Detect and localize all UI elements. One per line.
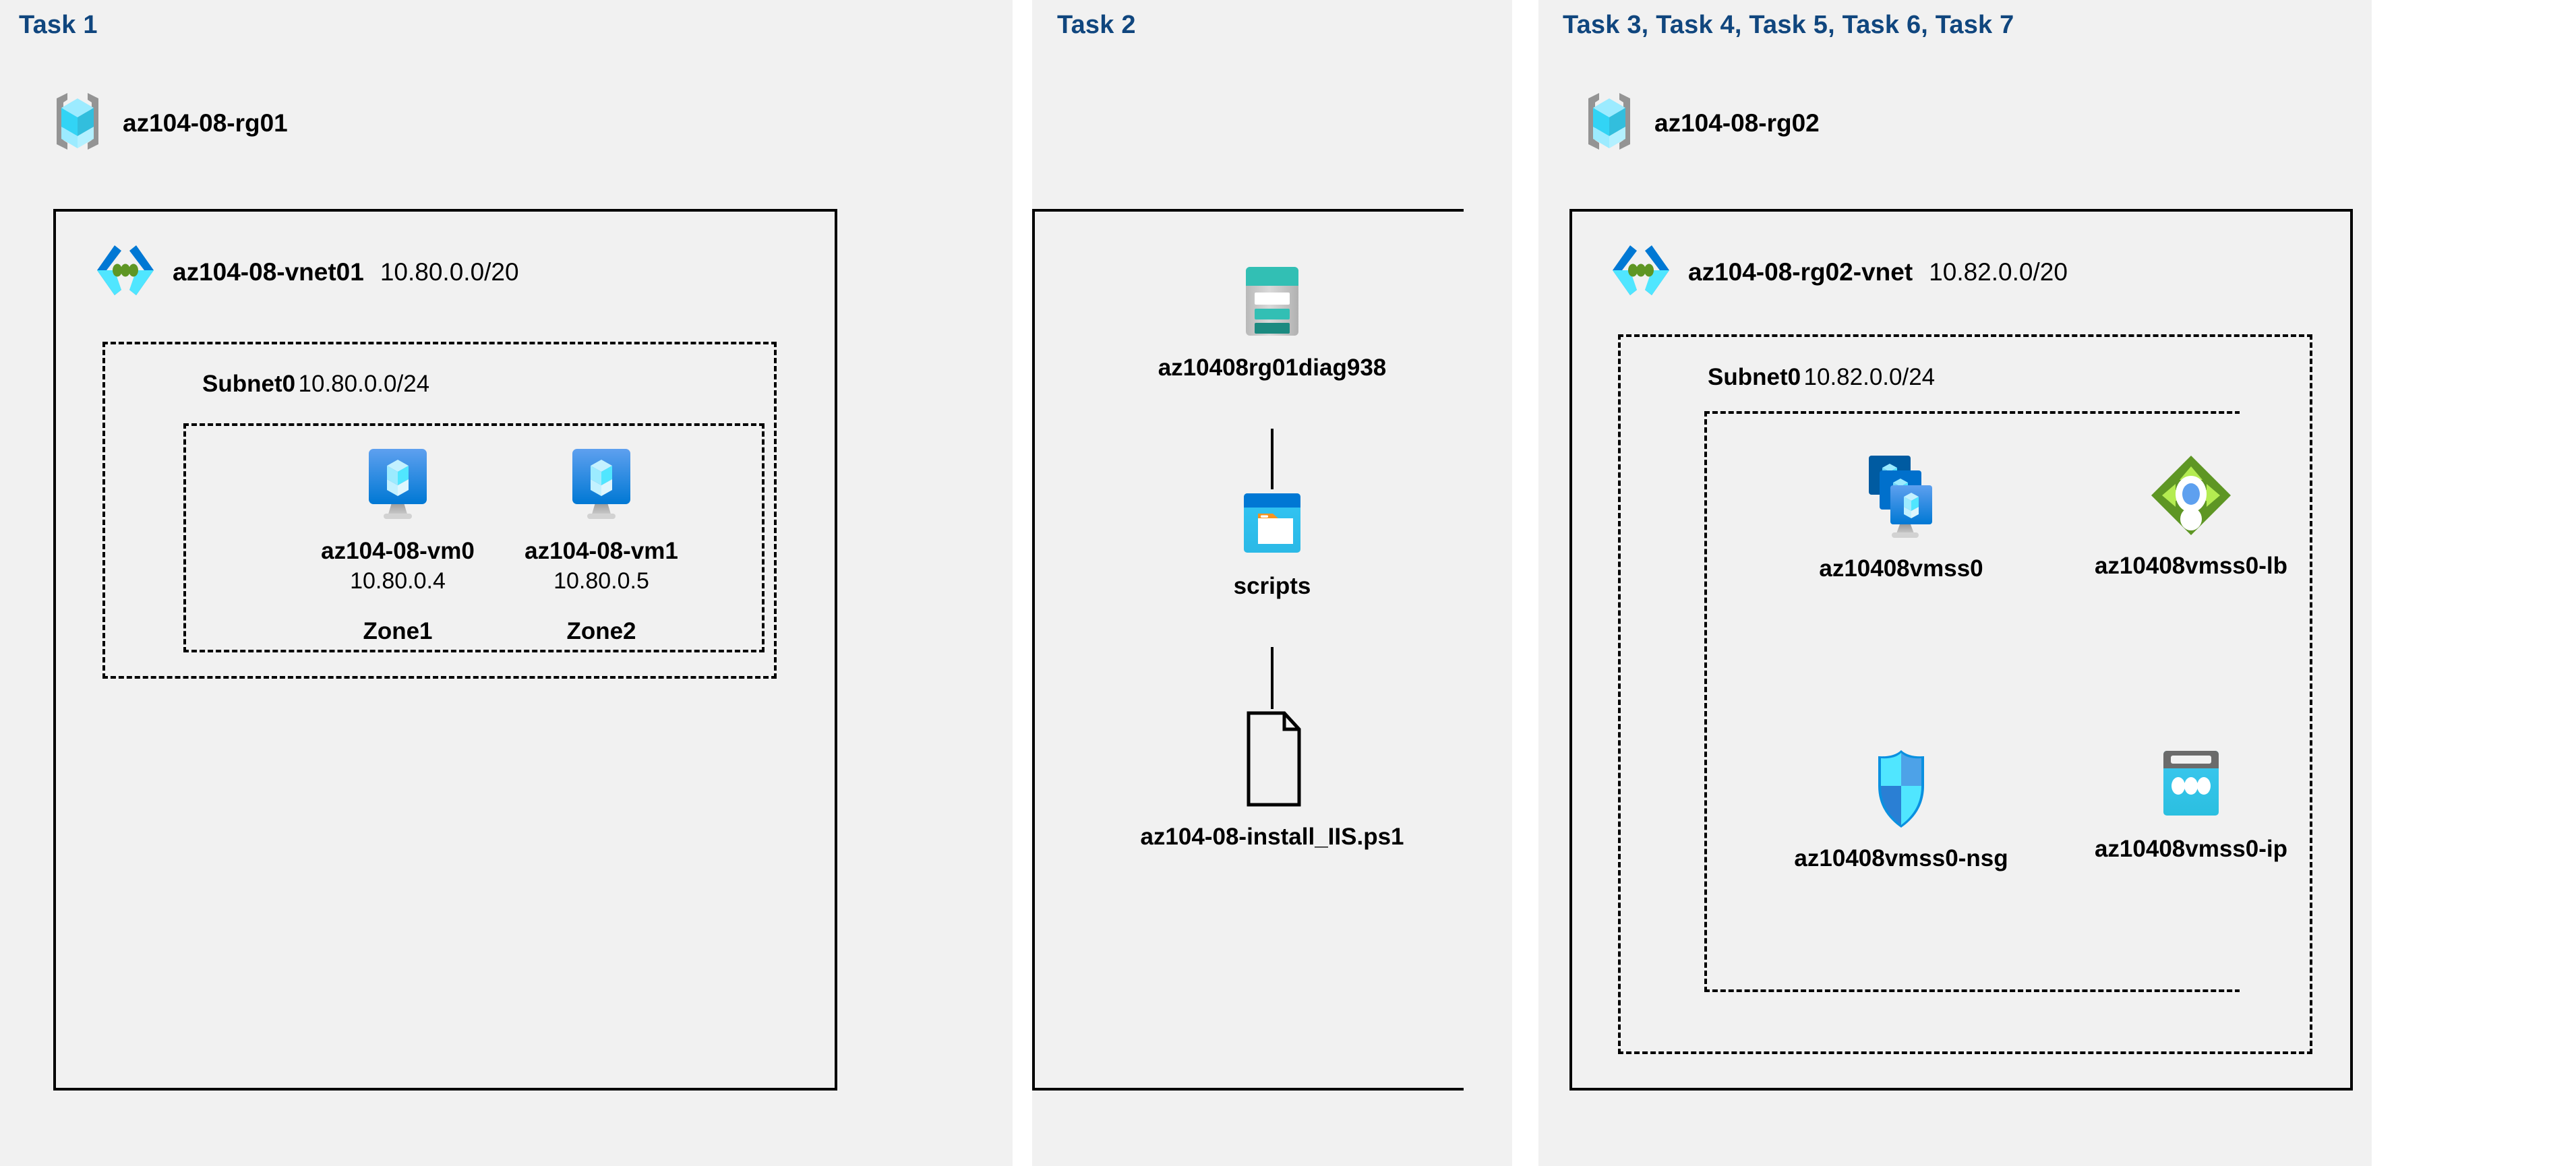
storage-account-icon [1240, 262, 1305, 344]
task3-vnet-box [1569, 209, 2353, 1091]
connector-storage-to-container [1271, 429, 1274, 489]
task2-script-file[interactable]: az104-08-install_IIS.ps1 [1104, 709, 1441, 851]
task3-vmss[interactable]: az10408vmss0 [1766, 452, 2036, 582]
public-ip-address-icon [2154, 747, 2228, 826]
task1-zone-group-box [183, 423, 765, 652]
task3-resource-group-name: az104-08-rg02 [1654, 109, 1820, 137]
task1-subnet-cidr: 10.80.0.0/24 [298, 371, 430, 397]
task3-public-ip-name: az10408vmss0-ip [2094, 836, 2288, 862]
task1-vm1-zone: Zone2 [566, 618, 636, 645]
task3-resource-group-box [1704, 411, 2240, 992]
task1-vm1-name: az104-08-vm1 [525, 538, 678, 564]
task1-vnet-box [53, 209, 837, 1091]
task3-load-balancer[interactable]: az10408vmss0-lb [2049, 452, 2333, 580]
task2-storage-account[interactable]: az10408rg01diag938 [1104, 262, 1441, 381]
task1-resource-group-name: az104-08-rg01 [123, 109, 288, 137]
blob-container-icon [1238, 489, 1306, 563]
task3-nsg-name: az10408vmss0-nsg [1794, 845, 2008, 871]
task3-vnet-header: az104-08-rg02-vnet 10.82.0.0/20 [1610, 243, 2068, 301]
task3-resource-group: az104-08-rg02 [1579, 88, 1820, 158]
task2-label: Task 2 [1057, 11, 1136, 39]
task3-load-balancer-name: az10408vmss0-lb [2094, 553, 2288, 579]
task1-label: Task 1 [19, 11, 98, 39]
task3-subnet-name: Subnet0 [1708, 364, 1801, 390]
task1-vm1-ip: 10.80.0.5 [553, 568, 649, 594]
task3-public-ip[interactable]: az10408vmss0-ip [2049, 747, 2333, 863]
task3-subnet-header: Subnet0 10.82.0.0/24 [1708, 364, 1935, 391]
task1-vm0-zone: Zone1 [363, 618, 433, 645]
virtual-machine-icon [564, 445, 638, 528]
network-security-group-icon [1864, 747, 1938, 835]
task1-vm0-ip: 10.80.0.4 [350, 568, 446, 594]
task1-vm1[interactable]: az104-08-vm1 10.80.0.5 Zone2 [500, 445, 702, 645]
resource-group-icon [47, 88, 108, 158]
task1-subnet-header: Subnet0 10.80.0.0/24 [202, 371, 429, 398]
task3-nsg[interactable]: az10408vmss0-nsg [1753, 747, 2049, 872]
task2-storage-account-name: az10408rg01diag938 [1158, 355, 1387, 381]
task1-panel [0, 0, 1013, 1166]
task1-vnet-cidr: 10.80.0.0/20 [380, 257, 519, 286]
task3-panel [1538, 0, 2372, 1166]
task3-label: Task 3, Task 4, Task 5, Task 6, Task 7 [1563, 11, 2014, 39]
virtual-machine-icon [361, 445, 435, 528]
vm-scale-set-icon [1858, 452, 1944, 545]
task2-panel [1032, 0, 1512, 1166]
task2-script-file-name: az104-08-install_IIS.ps1 [1140, 824, 1404, 850]
task1-subnet-name: Subnet0 [202, 371, 296, 397]
task3-vnet-cidr: 10.82.0.0/20 [1929, 257, 2068, 286]
task3-vnet-name: az104-08-rg02-vnet [1688, 257, 1913, 286]
virtual-network-icon [94, 243, 156, 301]
resource-group-icon [1579, 88, 1640, 158]
task2-box [1032, 209, 1464, 1091]
task1-vnet-name: az104-08-vnet01 [173, 257, 364, 286]
connector-container-to-file [1271, 647, 1274, 709]
virtual-network-icon [1610, 243, 1672, 301]
task2-blob-container[interactable]: scripts [1104, 489, 1441, 600]
task1-subnet-box [102, 342, 777, 679]
task1-vnet-header: az104-08-vnet01 10.80.0.0/20 [94, 243, 519, 301]
task3-subnet-box [1618, 334, 2312, 1054]
file-document-icon [1229, 709, 1315, 814]
task3-subnet-cidr: 10.82.0.0/24 [1803, 364, 1936, 390]
load-balancer-icon [2147, 452, 2235, 543]
task3-vmss-name: az10408vmss0 [1819, 555, 1983, 582]
task1-vm0[interactable]: az104-08-vm0 10.80.0.4 Zone1 [297, 445, 499, 645]
task1-vm0-name: az104-08-vm0 [321, 538, 475, 564]
task1-resource-group: az104-08-rg01 [47, 88, 288, 158]
task2-blob-container-name: scripts [1233, 573, 1311, 599]
